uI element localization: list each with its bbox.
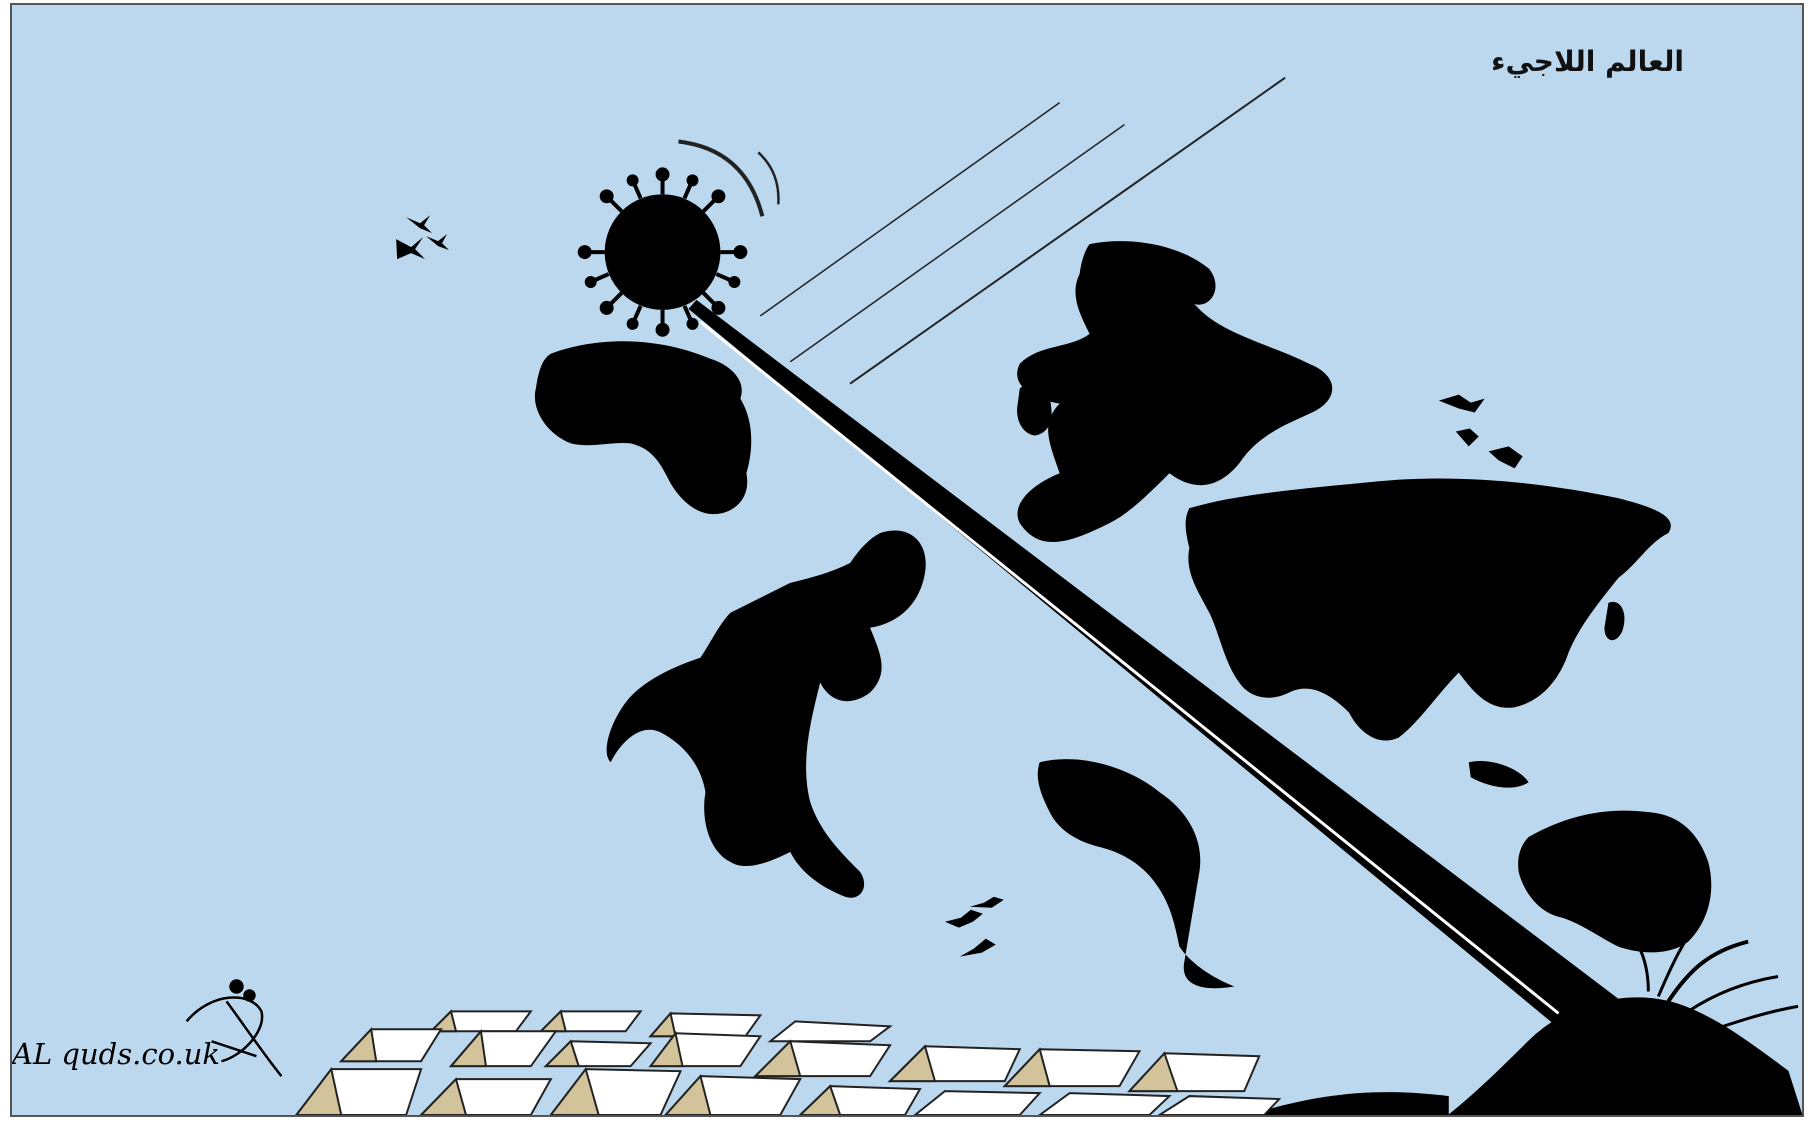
cartoon-caption: العالم اللاجيء: [1491, 45, 1684, 78]
virus-icon: [577, 167, 748, 337]
tent-icon: [1002, 1047, 1142, 1088]
island-indonesia: [1468, 760, 1529, 788]
continent-africa: [534, 341, 752, 515]
tent-icon: [448, 1028, 558, 1068]
tent-icon: [752, 1039, 892, 1078]
tent-icon: [648, 1030, 763, 1068]
island-japan: [1604, 601, 1625, 641]
tent-icon: [913, 1090, 1042, 1115]
spin-arc: [757, 151, 780, 205]
tent-icon: [295, 1066, 423, 1115]
bird-icon: [969, 896, 1004, 908]
bird-icon: [426, 234, 450, 251]
signature-icon: [185, 979, 283, 1077]
continent-australia: [1518, 810, 1712, 953]
roots-icon: [1447, 920, 1802, 1115]
bird-icon: [959, 938, 996, 957]
bird-flock-bottom: [944, 896, 1004, 957]
website-watermark: AL quds.co.uk: [12, 1037, 220, 1071]
motion-streaks: [678, 76, 1286, 385]
tent-camp: [295, 1009, 1282, 1115]
bird-icon: [1438, 394, 1485, 413]
continent-asia: [1185, 478, 1671, 741]
pole: [688, 299, 1629, 1037]
tent-icon: [767, 1020, 893, 1043]
tent-icon: [338, 1027, 443, 1063]
cartoon-scene: [12, 5, 1802, 1115]
bird-icon: [396, 237, 426, 260]
tent-icon: [798, 1084, 922, 1115]
continent-north-america: [606, 530, 926, 898]
tent-icon: [887, 1044, 1022, 1083]
tent-icon: [648, 1011, 763, 1038]
bird-icon: [944, 909, 983, 928]
tent-icon: [549, 1066, 683, 1115]
motion-streak: [759, 102, 1061, 317]
spin-arc: [678, 139, 765, 217]
tent-icon: [664, 1074, 802, 1115]
continent-south-america: [1037, 759, 1235, 989]
bird-icon: [406, 215, 433, 234]
island-britain: [1017, 383, 1052, 436]
tent-icon: [1127, 1051, 1261, 1093]
tent-icon: [1157, 1095, 1282, 1115]
tent-icon: [1038, 1092, 1172, 1115]
cartoon-frame: العالم اللاجيء AL quds.co.uk: [10, 3, 1804, 1117]
continent-europe: [1017, 241, 1333, 542]
motion-streak: [789, 123, 1125, 363]
bird-flock-left: [396, 215, 450, 260]
bird-icon: [1488, 446, 1523, 469]
pole-highlight: [699, 320, 1560, 1015]
motion-streak: [849, 76, 1286, 385]
tent-icon: [419, 1077, 553, 1115]
bird-icon: [1455, 428, 1479, 447]
tent-icon: [543, 1039, 653, 1068]
ground-shadow: [1249, 1092, 1449, 1115]
bird-flock-right: [1438, 394, 1523, 469]
